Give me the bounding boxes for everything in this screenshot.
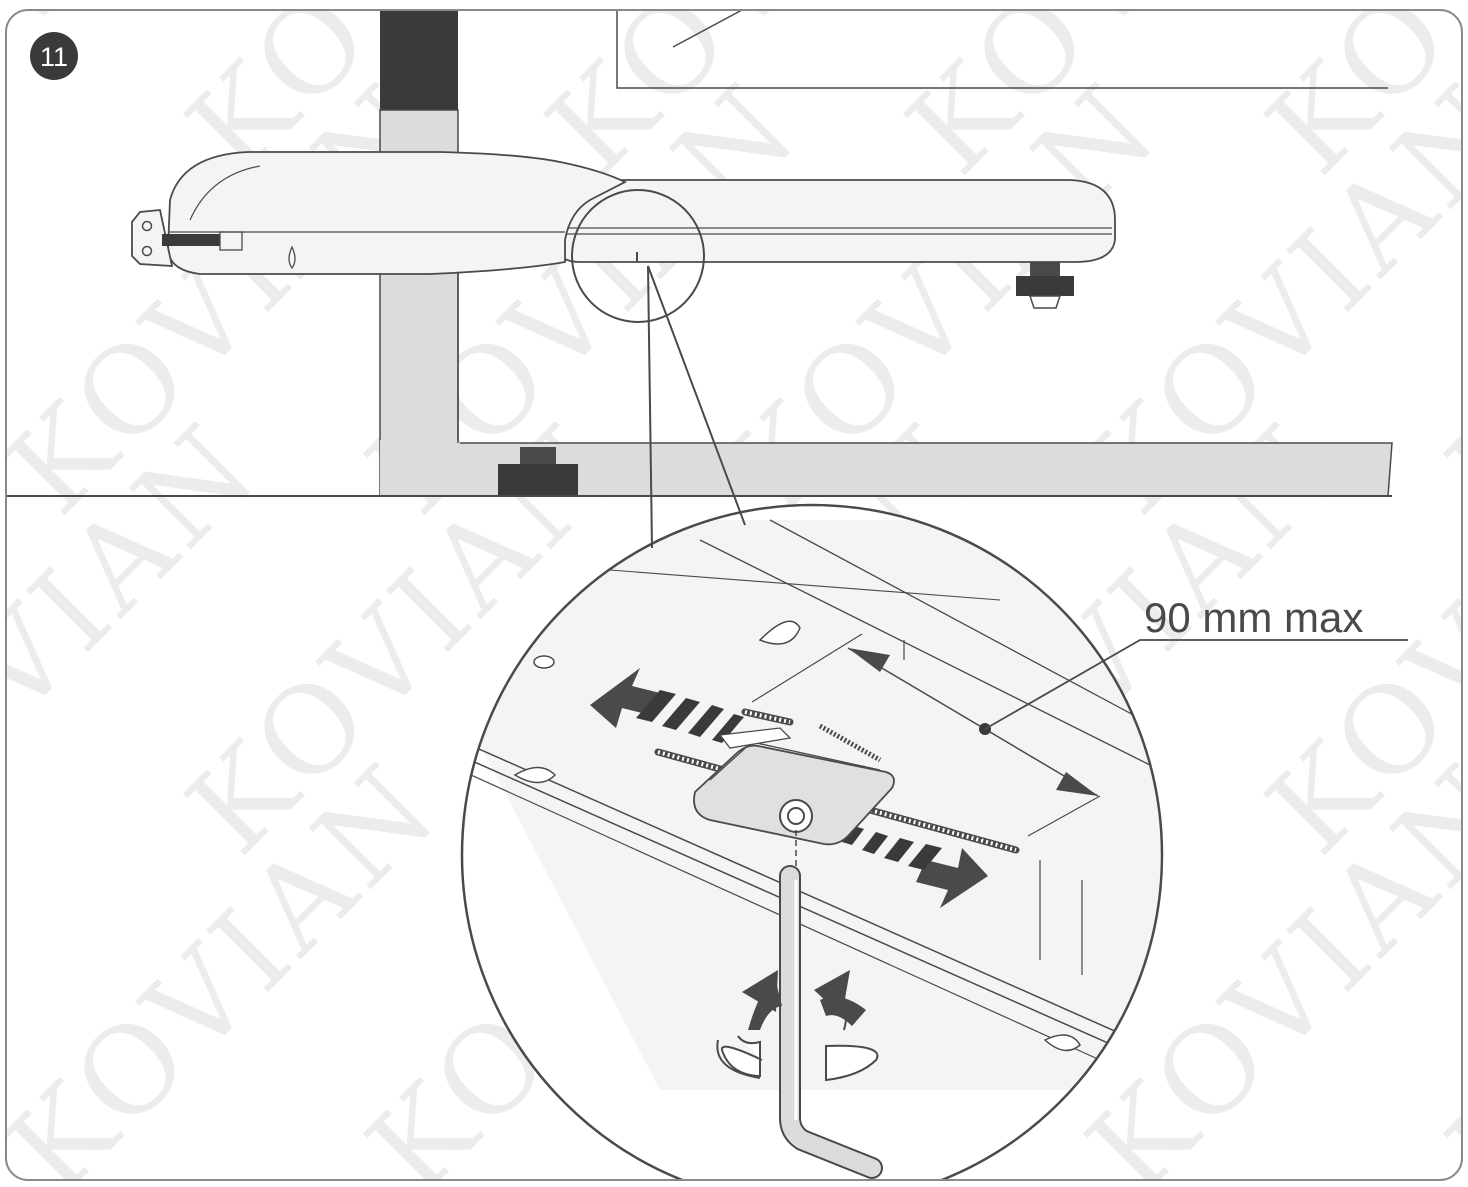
post-dark-cap — [380, 10, 458, 110]
post-rail-joint — [380, 440, 460, 496]
hex-key — [781, 867, 881, 1177]
foot-block — [498, 464, 578, 496]
foot-cap — [520, 447, 556, 465]
zoom-connector-left — [647, 265, 653, 549]
arm-body — [554, 179, 1116, 263]
top-panel-outline — [616, 10, 1388, 89]
callout-leader — [984, 639, 1408, 730]
dimension-label: 90 mm max — [1144, 594, 1363, 641]
zoom-detail — [460, 503, 1164, 1180]
dimension-arrowhead-end — [1056, 772, 1098, 796]
dash-marks-right — [842, 826, 942, 870]
rotate-arrow-left-icon — [716, 970, 782, 1079]
drain-hole — [288, 245, 296, 270]
slide-arrow-right — [916, 848, 988, 908]
threaded-rod-upper — [741, 708, 794, 726]
bracket-hole-bottom — [141, 245, 153, 257]
page-frame — [5, 9, 1463, 1181]
zoom-slot-top — [758, 620, 801, 645]
zoom-groove-top — [699, 539, 1161, 771]
dimension-arrowhead-start — [848, 648, 890, 672]
detail-source-circle — [571, 189, 705, 323]
dimension-extension-end — [1027, 795, 1101, 837]
dimension-line — [847, 647, 1099, 797]
fitting-tip — [1028, 295, 1062, 309]
zoom-edge-upper — [469, 744, 1162, 1061]
bottom-rail — [457, 442, 1393, 497]
hex-socket — [787, 807, 805, 825]
zoom-connector-right — [647, 265, 746, 526]
housing-latch — [162, 234, 220, 246]
bracket-hole-top — [141, 220, 153, 232]
step-number: 11 — [40, 42, 68, 72]
top-panel-line — [672, 10, 743, 48]
fitting-nut — [1016, 276, 1074, 296]
slider-block — [693, 723, 895, 846]
rotate-arrow-right-icon — [814, 970, 879, 1082]
zoom-edge-lower — [469, 759, 1162, 1076]
housing-contour — [189, 165, 261, 221]
zoom-slot-bottom — [1043, 1034, 1081, 1052]
motor-housing — [167, 151, 628, 275]
housing-latch-end — [219, 231, 243, 251]
dash-marks-left — [636, 690, 744, 743]
zoom-hole-left — [533, 655, 555, 669]
fitting-neck — [1030, 262, 1060, 276]
step-badge — [30, 32, 78, 80]
dimension-extension-start — [751, 633, 863, 703]
zoom-slot-left — [513, 766, 557, 784]
post-upper — [379, 109, 459, 155]
zoom-groove-top-2 — [769, 519, 1162, 741]
zoom-circle-border — [460, 503, 1164, 1180]
